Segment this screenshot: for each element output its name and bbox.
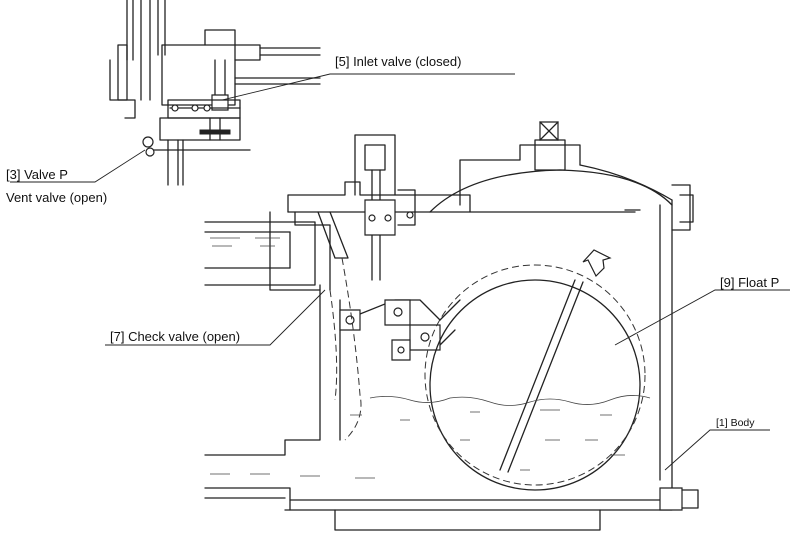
inset-detail-valve-assembly: [109, 0, 515, 186]
float-ball: [424, 249, 646, 491]
label-vent-valve: Vent valve (open): [6, 190, 108, 205]
label-float-p: [9] Float P: [720, 275, 780, 290]
leader-valve-p: [10, 149, 146, 183]
water-level-marks: [210, 237, 651, 479]
label-valve-p: [3] Valve P: [6, 167, 68, 182]
pump-body-outline: [204, 121, 699, 531]
leader-body: [664, 429, 770, 471]
leader-lines: [10, 149, 790, 471]
leader-check-valve: [105, 289, 326, 346]
label-inlet-valve: [5] Inlet valve (closed): [335, 54, 462, 69]
label-body: [1] Body: [716, 417, 755, 429]
label-check-valve: [7] Check valve (open): [110, 329, 241, 344]
leader-float: [614, 289, 790, 346]
